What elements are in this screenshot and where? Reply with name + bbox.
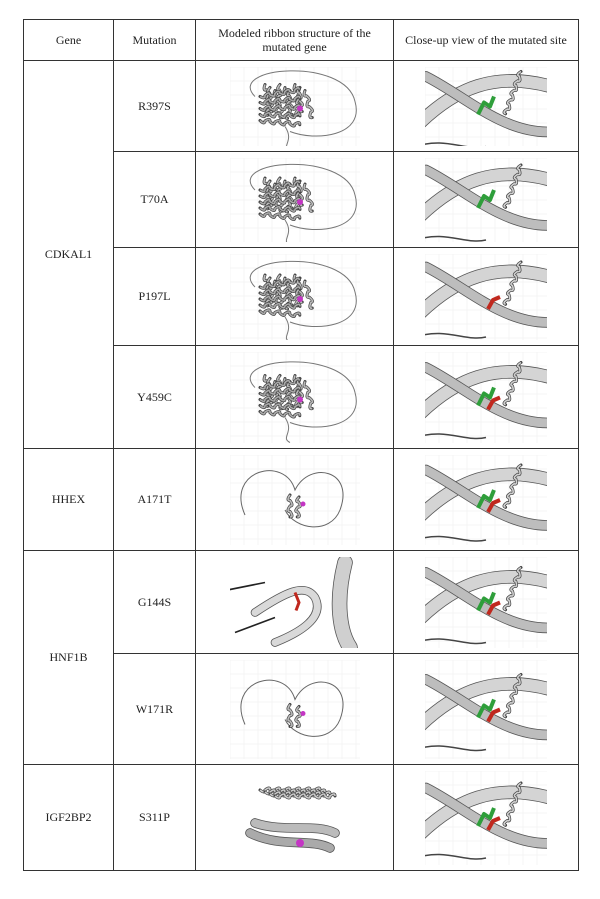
- gene-cell: CDKAL1: [23, 60, 114, 449]
- ribbon-structure-icon: [229, 157, 360, 242]
- mutation-cell: S311P: [113, 764, 196, 871]
- mutation-cell: Y459C: [113, 345, 196, 449]
- closeup-view-cell: [393, 345, 579, 449]
- ribbon-structure-cell: [195, 151, 394, 248]
- header-row: Gene Mutation Modeled ribbon structure o…: [23, 19, 579, 61]
- closeup-view-icon: [425, 66, 547, 146]
- mutation-structure-table: Gene Mutation Modeled ribbon structure o…: [23, 19, 579, 871]
- header-closeup-view: Close-up view of the mutated site: [393, 19, 579, 61]
- mutation-cell: P197L: [113, 247, 196, 346]
- closeup-view-cell: [393, 151, 579, 248]
- closeup-view-icon: [425, 351, 547, 443]
- ribbon-structure-cell: [195, 448, 394, 551]
- closeup-view-icon: [425, 454, 547, 545]
- closeup-view-cell: [393, 247, 579, 346]
- mutation-cell: A171T: [113, 448, 196, 551]
- ribbon-structure-cell: [195, 345, 394, 449]
- table-row: Y459C: [24, 345, 579, 449]
- ribbon-structure-icon: [229, 556, 358, 648]
- closeup-view-cell: [393, 550, 579, 654]
- mutation-cell: W171R: [113, 653, 196, 765]
- mutation-cell: R397S: [113, 60, 196, 152]
- closeup-view-icon: [425, 659, 547, 759]
- gene-cell: IGF2BP2: [23, 764, 114, 871]
- closeup-view-cell: [393, 653, 579, 765]
- closeup-view-icon: [425, 556, 547, 648]
- header-gene: Gene: [23, 19, 114, 61]
- table-row: P197L: [24, 247, 579, 346]
- ribbon-structure-cell: [195, 247, 394, 346]
- header-ribbon-structure: Modeled ribbon structure of the mutated …: [195, 19, 394, 61]
- closeup-view-icon: [425, 157, 547, 242]
- ribbon-structure-icon: [229, 659, 360, 759]
- ribbon-structure-cell: [195, 60, 394, 152]
- closeup-view-cell: [393, 60, 579, 152]
- ribbon-structure-cell: [195, 653, 394, 765]
- ribbon-structure-icon: [229, 253, 360, 340]
- mutation-cell: T70A: [113, 151, 196, 248]
- closeup-view-icon: [425, 770, 547, 865]
- ribbon-structure-cell: [195, 764, 394, 871]
- header-mutation: Mutation: [113, 19, 196, 61]
- gene-cell: HHEX: [23, 448, 114, 551]
- ribbon-structure-cell: [195, 550, 394, 654]
- ribbon-structure-icon: [229, 66, 360, 146]
- closeup-view-cell: [393, 448, 579, 551]
- ribbon-structure-icon: [229, 454, 360, 545]
- mutation-cell: G144S: [113, 550, 196, 654]
- closeup-view-icon: [425, 253, 547, 340]
- gene-cell: HNF1B: [23, 550, 114, 765]
- ribbon-structure-icon: [244, 786, 340, 853]
- table-row: W171R: [24, 653, 579, 765]
- closeup-view-cell: [393, 764, 579, 871]
- ribbon-structure-icon: [229, 351, 360, 443]
